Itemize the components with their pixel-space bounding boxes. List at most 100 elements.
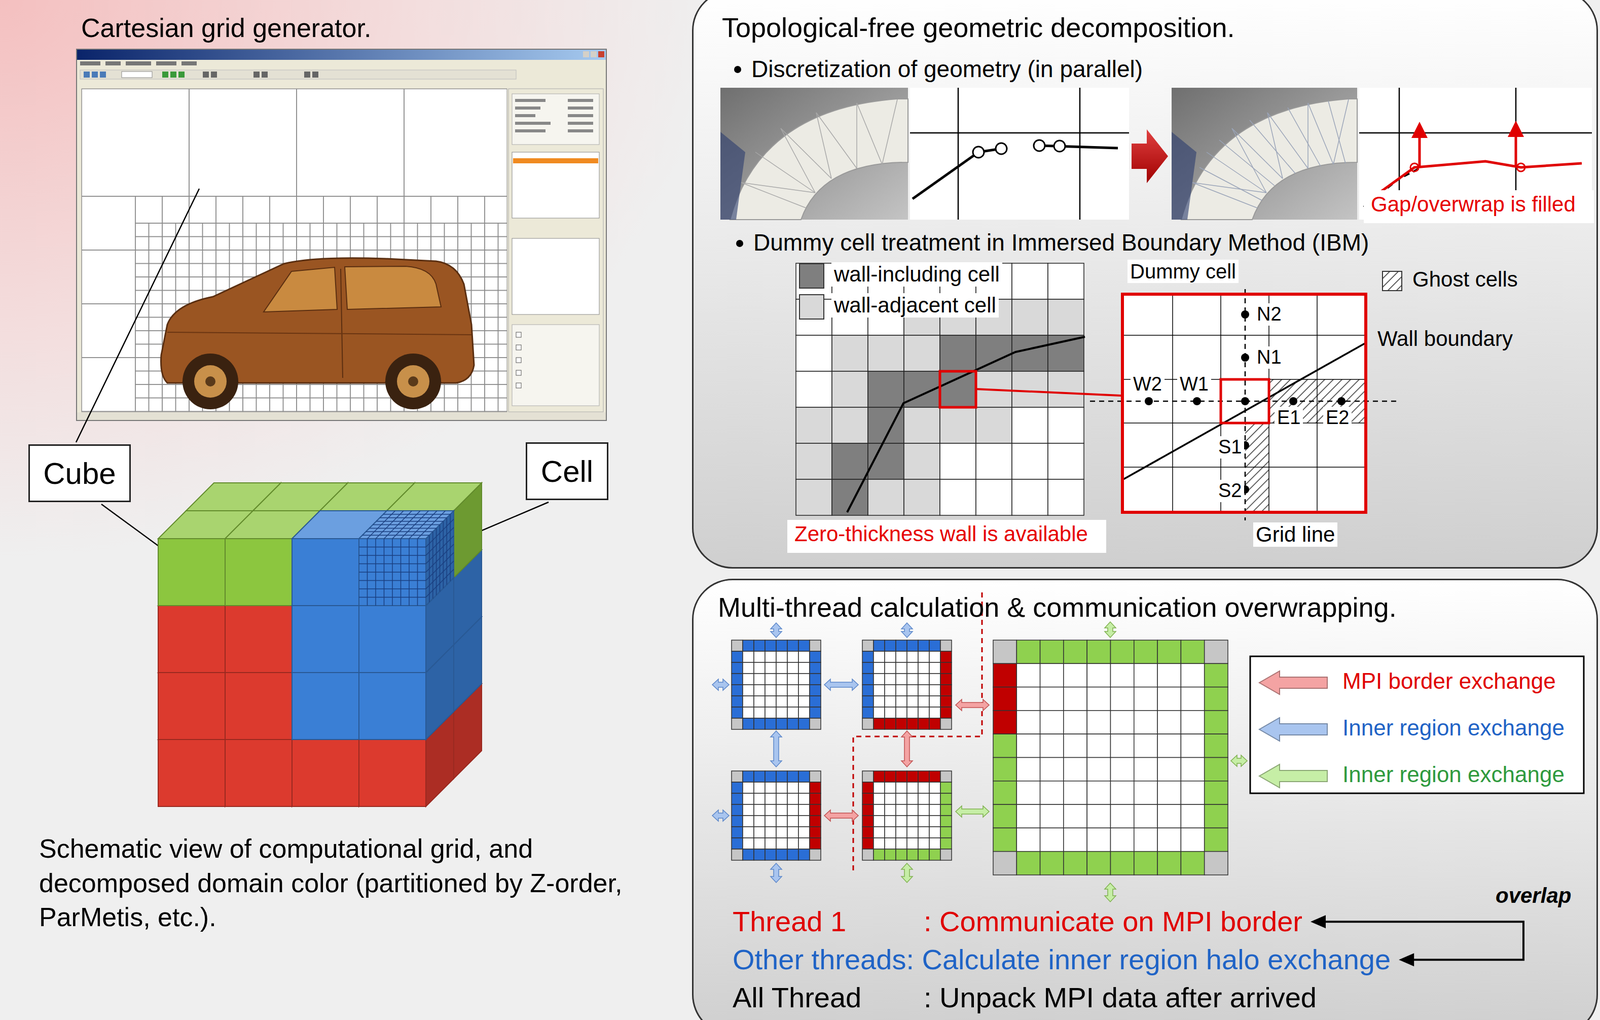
grid-cell bbox=[256, 223, 271, 237]
grid-cell bbox=[242, 384, 257, 398]
grid-cell bbox=[484, 397, 499, 412]
software-screenshot bbox=[516, 332, 522, 338]
grid-cell bbox=[1134, 827, 1158, 851]
grid-cell bbox=[162, 384, 176, 398]
process-arrow bbox=[1131, 129, 1169, 184]
grid-cell bbox=[787, 662, 799, 674]
cell-grid bbox=[379, 517, 447, 519]
grid-cell bbox=[1204, 639, 1228, 664]
grid-cell bbox=[993, 804, 1017, 828]
label-holder: : Unpack MPI data after arrived bbox=[923, 980, 1317, 1014]
grid-cell bbox=[484, 357, 499, 372]
grid-cell bbox=[776, 770, 788, 782]
grid-cell bbox=[149, 330, 163, 345]
zoom-detail bbox=[1122, 342, 1366, 480]
grid-cell bbox=[776, 717, 788, 730]
grid-cell bbox=[1157, 733, 1181, 757]
grid-cell bbox=[202, 249, 217, 264]
grid-cell bbox=[350, 236, 365, 251]
grid-cell bbox=[798, 717, 810, 730]
grid-cell bbox=[742, 815, 754, 827]
software-screenshot bbox=[512, 324, 600, 406]
grid-cell bbox=[742, 706, 754, 718]
zoom-detail bbox=[1089, 288, 1397, 521]
block-face bbox=[158, 672, 226, 740]
surface-mesh-picture bbox=[1219, 139, 1275, 186]
grid-cell bbox=[498, 276, 508, 291]
grid-cell bbox=[787, 826, 799, 838]
grid-cell bbox=[787, 673, 799, 685]
grid-cell bbox=[189, 263, 203, 278]
grid-cell bbox=[457, 196, 485, 224]
arrow-head bbox=[1398, 952, 1414, 966]
grid-cell bbox=[765, 650, 777, 663]
grid-cell bbox=[809, 826, 821, 838]
grid-cell bbox=[765, 717, 777, 730]
software-screenshot bbox=[210, 71, 217, 78]
grid-cell bbox=[940, 706, 952, 718]
grid-cell bbox=[731, 684, 743, 696]
grid-cell bbox=[1157, 757, 1181, 781]
grid-cell bbox=[1157, 663, 1181, 687]
grid-cell bbox=[731, 673, 743, 685]
grid-cell bbox=[918, 717, 930, 730]
grid-cell bbox=[765, 706, 777, 718]
block-face bbox=[292, 739, 359, 807]
grid-cell bbox=[918, 650, 930, 663]
grid-cell bbox=[1110, 827, 1135, 851]
grid-cell bbox=[742, 717, 754, 730]
grid-cell bbox=[498, 303, 508, 318]
grid-cell bbox=[776, 650, 788, 663]
exchange-arrow bbox=[824, 678, 859, 690]
car bbox=[344, 266, 442, 310]
grid-cell bbox=[753, 706, 766, 718]
grid-cell bbox=[471, 236, 486, 251]
label-holder: : Communicate on MPI border bbox=[923, 904, 1303, 938]
grid-cell bbox=[731, 770, 743, 782]
grid-cell bbox=[1047, 371, 1084, 408]
exchange-arrow bbox=[824, 809, 859, 821]
grid-cell bbox=[873, 639, 885, 651]
grid-cell bbox=[765, 848, 777, 860]
grid-cell bbox=[135, 223, 150, 237]
grid-cell bbox=[940, 770, 952, 782]
grid-cell bbox=[484, 249, 499, 264]
surface-mesh-picture bbox=[1192, 182, 1267, 193]
grid-cell bbox=[918, 639, 930, 651]
grid-cell bbox=[753, 695, 766, 707]
surface-mesh-picture bbox=[1328, 100, 1346, 164]
grid-cell bbox=[809, 695, 821, 707]
grid-cell bbox=[1047, 479, 1084, 516]
grid-cell bbox=[498, 384, 508, 398]
mpi-border-line bbox=[853, 592, 983, 872]
gap-fill-picture bbox=[1418, 135, 1422, 167]
grid-cell bbox=[484, 276, 499, 291]
grid-cell bbox=[444, 397, 459, 412]
grid-cell bbox=[895, 804, 907, 816]
grid-cell bbox=[404, 196, 431, 224]
grid-cell bbox=[498, 371, 508, 385]
grid-cell bbox=[884, 837, 896, 849]
grid-cell bbox=[1110, 686, 1135, 711]
grid-cell bbox=[457, 236, 472, 251]
grid-cell bbox=[776, 826, 788, 838]
car bbox=[194, 365, 227, 398]
grid-cell bbox=[903, 443, 940, 480]
grid-cell bbox=[753, 848, 766, 860]
surface-mesh-picture bbox=[1171, 131, 1197, 220]
software-screenshot bbox=[76, 49, 607, 421]
grid-cell bbox=[906, 706, 919, 718]
legend-holder: Inner region exchange bbox=[1342, 714, 1565, 741]
grid-cell bbox=[1204, 710, 1228, 734]
cell-grid bbox=[358, 571, 426, 573]
grid-cell bbox=[975, 407, 1012, 444]
grid-cell bbox=[731, 717, 743, 730]
software-screenshot bbox=[105, 61, 121, 66]
thread-note: : Unpack MPI data after arrived bbox=[923, 980, 1317, 1014]
grid-cell bbox=[1063, 639, 1087, 664]
software-screenshot bbox=[77, 412, 606, 420]
grid-cell bbox=[929, 662, 941, 674]
grid-cell bbox=[939, 407, 976, 444]
grid-cell bbox=[323, 236, 338, 251]
grid-cell bbox=[1063, 780, 1087, 805]
